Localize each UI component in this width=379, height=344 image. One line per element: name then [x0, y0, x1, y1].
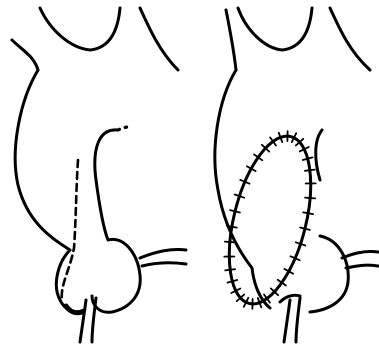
right-branch	[140, 8, 178, 70]
right-vessel-lower	[142, 263, 186, 266]
outer-contour	[15, 70, 84, 312]
suture-stitch	[300, 228, 310, 230]
suture-stitch	[225, 242, 235, 243]
sac-dotted-rim	[118, 127, 128, 130]
suture-stitch	[303, 157, 313, 160]
pre-repair-diagram-icon	[0, 0, 190, 344]
descending-tube-left	[284, 300, 290, 342]
suture-stitch	[225, 269, 235, 270]
descending-tube-right	[296, 298, 300, 342]
suture-stitch	[305, 170, 315, 171]
right-branch	[330, 8, 370, 70]
suture-stitch	[230, 210, 240, 212]
sac-contour	[310, 236, 348, 312]
right-vessel-lower	[346, 265, 378, 268]
post-repair-sutured-diagram-icon	[190, 0, 379, 344]
upper-vessel-arch	[40, 8, 120, 50]
inner-contour	[92, 130, 140, 312]
right-vessel-upper	[140, 249, 186, 258]
upper-vessel-arch	[238, 8, 312, 50]
suture-stitch	[303, 212, 313, 214]
suture-stitch	[228, 280, 238, 283]
sutured-patch	[214, 128, 325, 312]
right-bulge	[316, 130, 322, 180]
descending-tube-left	[80, 300, 86, 342]
sac-tip	[66, 306, 82, 313]
suture-stitches	[224, 131, 315, 309]
incision-line	[62, 160, 78, 300]
left-branch	[12, 40, 38, 70]
left-branch	[226, 10, 236, 70]
right-vessel-upper	[342, 251, 378, 258]
suture-stitch	[305, 198, 315, 199]
